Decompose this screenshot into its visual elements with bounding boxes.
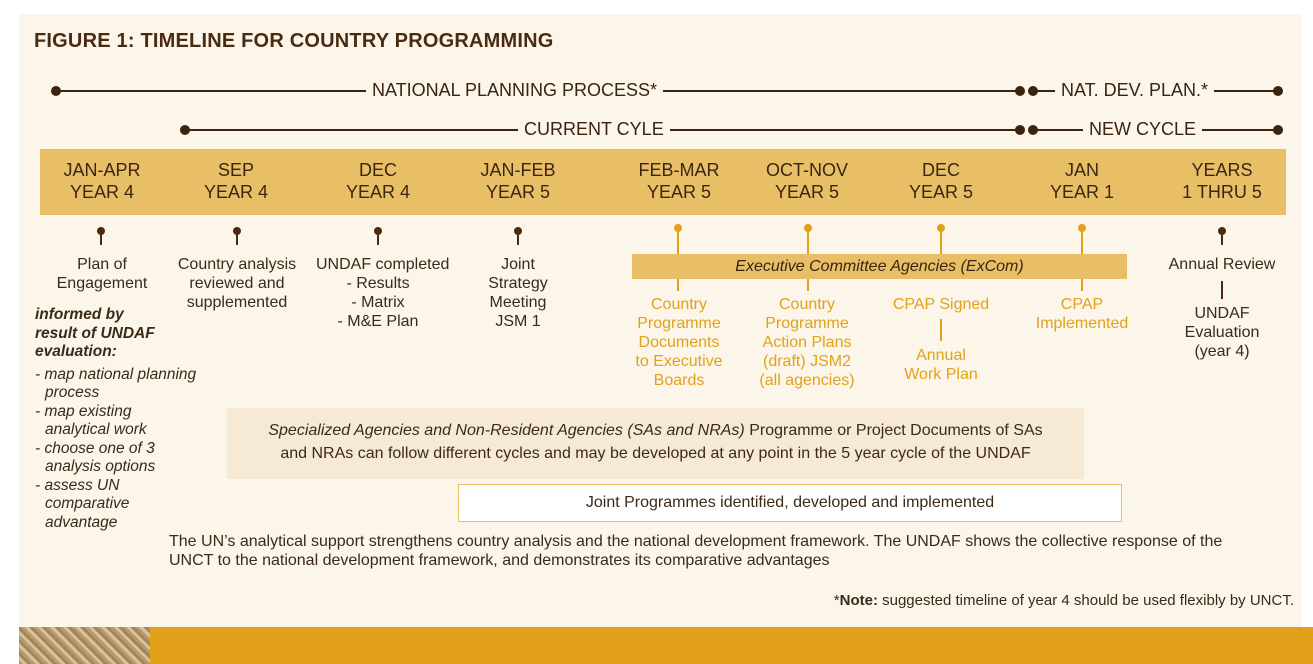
- stub-review-to-evaluation: [1221, 281, 1223, 299]
- current-cycle-label: CURRENT CYLE: [518, 119, 670, 140]
- new-cycle-label: NEW CYCLE: [1083, 119, 1203, 140]
- footer-photo-strip: [19, 627, 150, 664]
- timeline-note: *Note: suggested timeline of year 4 shou…: [833, 592, 1294, 609]
- pin-c1: [236, 231, 238, 245]
- figure-panel: [19, 14, 1302, 627]
- pin-c6: [940, 228, 942, 254]
- figure-title: FIGURE 1: TIMELINE FOR COUNTRY PROGRAMMI…: [34, 30, 554, 52]
- sa-box-italic: Specialized Agencies and Non-Resident Ag…: [268, 422, 745, 439]
- national-planning-end-dot: [1015, 86, 1025, 96]
- national-planning-label: NATIONAL PLANNING PROCESS*: [366, 80, 664, 101]
- pin-c5: [807, 228, 809, 254]
- analytical-support-text: The UN’s analytical support strengthens …: [169, 533, 1223, 569]
- timeline-date-bar: [40, 149, 1286, 215]
- specialized-agencies-box: Specialized Agencies and Non-Resident Ag…: [227, 408, 1084, 479]
- pin-c8: [1221, 231, 1223, 245]
- desc-annual-review: Annual Review: [1168, 256, 1276, 273]
- nat-dev-plan-end-dot: [1273, 86, 1283, 96]
- excom-bar: Executive Committee Agencies (ExCom): [632, 254, 1127, 279]
- new-cycle-end-dot: [1273, 125, 1283, 135]
- undaf-evaluation-notes: informed by result of UNDAF evaluation: …: [35, 306, 197, 531]
- pin-c4: [677, 228, 679, 254]
- desc-undaf-completed: UNDAF completed- Results- Matrix- M&E Pl…: [316, 256, 450, 330]
- desc-cpap-signed: CPAP Signed: [892, 296, 990, 313]
- footer-band: [150, 627, 1313, 664]
- joint-programmes-box: Joint Programmes identified, developed a…: [458, 484, 1122, 522]
- stub-c5: [807, 279, 809, 291]
- stub-cpap-to-awp: [940, 319, 942, 341]
- stub-c7: [1081, 279, 1083, 291]
- nat-dev-plan-label: NAT. DEV. PLAN.*: [1055, 80, 1215, 101]
- pin-c0: [100, 231, 102, 245]
- current-cycle-end-dot: [1015, 125, 1025, 135]
- sa-box-text-2: and NRAs can follow different cycles and…: [280, 445, 1031, 462]
- pin-c2: [377, 231, 379, 245]
- pin-c7: [1081, 228, 1083, 254]
- stub-c4: [677, 279, 679, 291]
- sa-box-text-1: Programme or Project Documents of SAs: [744, 422, 1043, 439]
- pin-c3: [517, 231, 519, 245]
